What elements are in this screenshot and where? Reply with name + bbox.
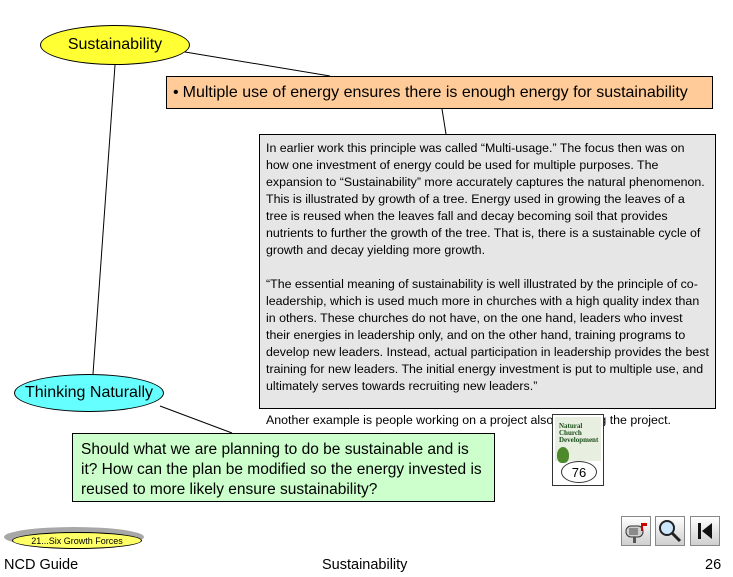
book-page-number: 76 — [571, 464, 587, 480]
key-point-box: • Multiple use of energy ensures there i… — [166, 76, 713, 109]
footer-section: Sustainability — [322, 557, 408, 573]
sustainability-concept-label: Sustainability — [67, 36, 163, 53]
description-paragraph: In earlier work this principle was calle… — [266, 141, 705, 257]
thinking-naturally-label: Thinking Naturally — [24, 384, 154, 401]
skip-to-first-icon — [698, 523, 712, 539]
search-button[interactable] — [655, 516, 685, 546]
reflection-question-box: Should what we are planning to do be sus… — [72, 433, 495, 502]
first-page-button[interactable] — [690, 516, 720, 546]
page-number: 26 — [705, 557, 722, 573]
footer-title: NCD Guide — [4, 557, 79, 573]
key-point-text: Multiple use of energy ensures there is … — [182, 83, 688, 101]
description-box: In earlier work this principle was calle… — [259, 134, 716, 427]
leaf-icon — [557, 447, 569, 463]
bullet-marker: • — [173, 83, 179, 101]
mailbox-icon — [625, 523, 647, 543]
reflection-question-text: Should what we are planning to do be sus… — [81, 441, 482, 498]
description-paragraph: “The essential meaning of sustainability… — [266, 277, 709, 393]
thinking-naturally-oval[interactable]: Thinking Naturally — [14, 374, 164, 412]
sustainability-concept-oval[interactable]: Sustainability — [40, 25, 190, 65]
book-page-badge: 76 — [561, 461, 597, 483]
mailbox-button[interactable] — [621, 516, 651, 546]
magnifier-icon — [659, 520, 682, 543]
description-paragraph: Another example is people working on a p… — [266, 413, 672, 427]
link-label: 21...Six Growth Forces — [31, 535, 123, 546]
link-pill: 21...Six Growth Forces — [12, 532, 142, 549]
previous-section-link[interactable]: 21...Six Growth Forces — [4, 527, 144, 551]
